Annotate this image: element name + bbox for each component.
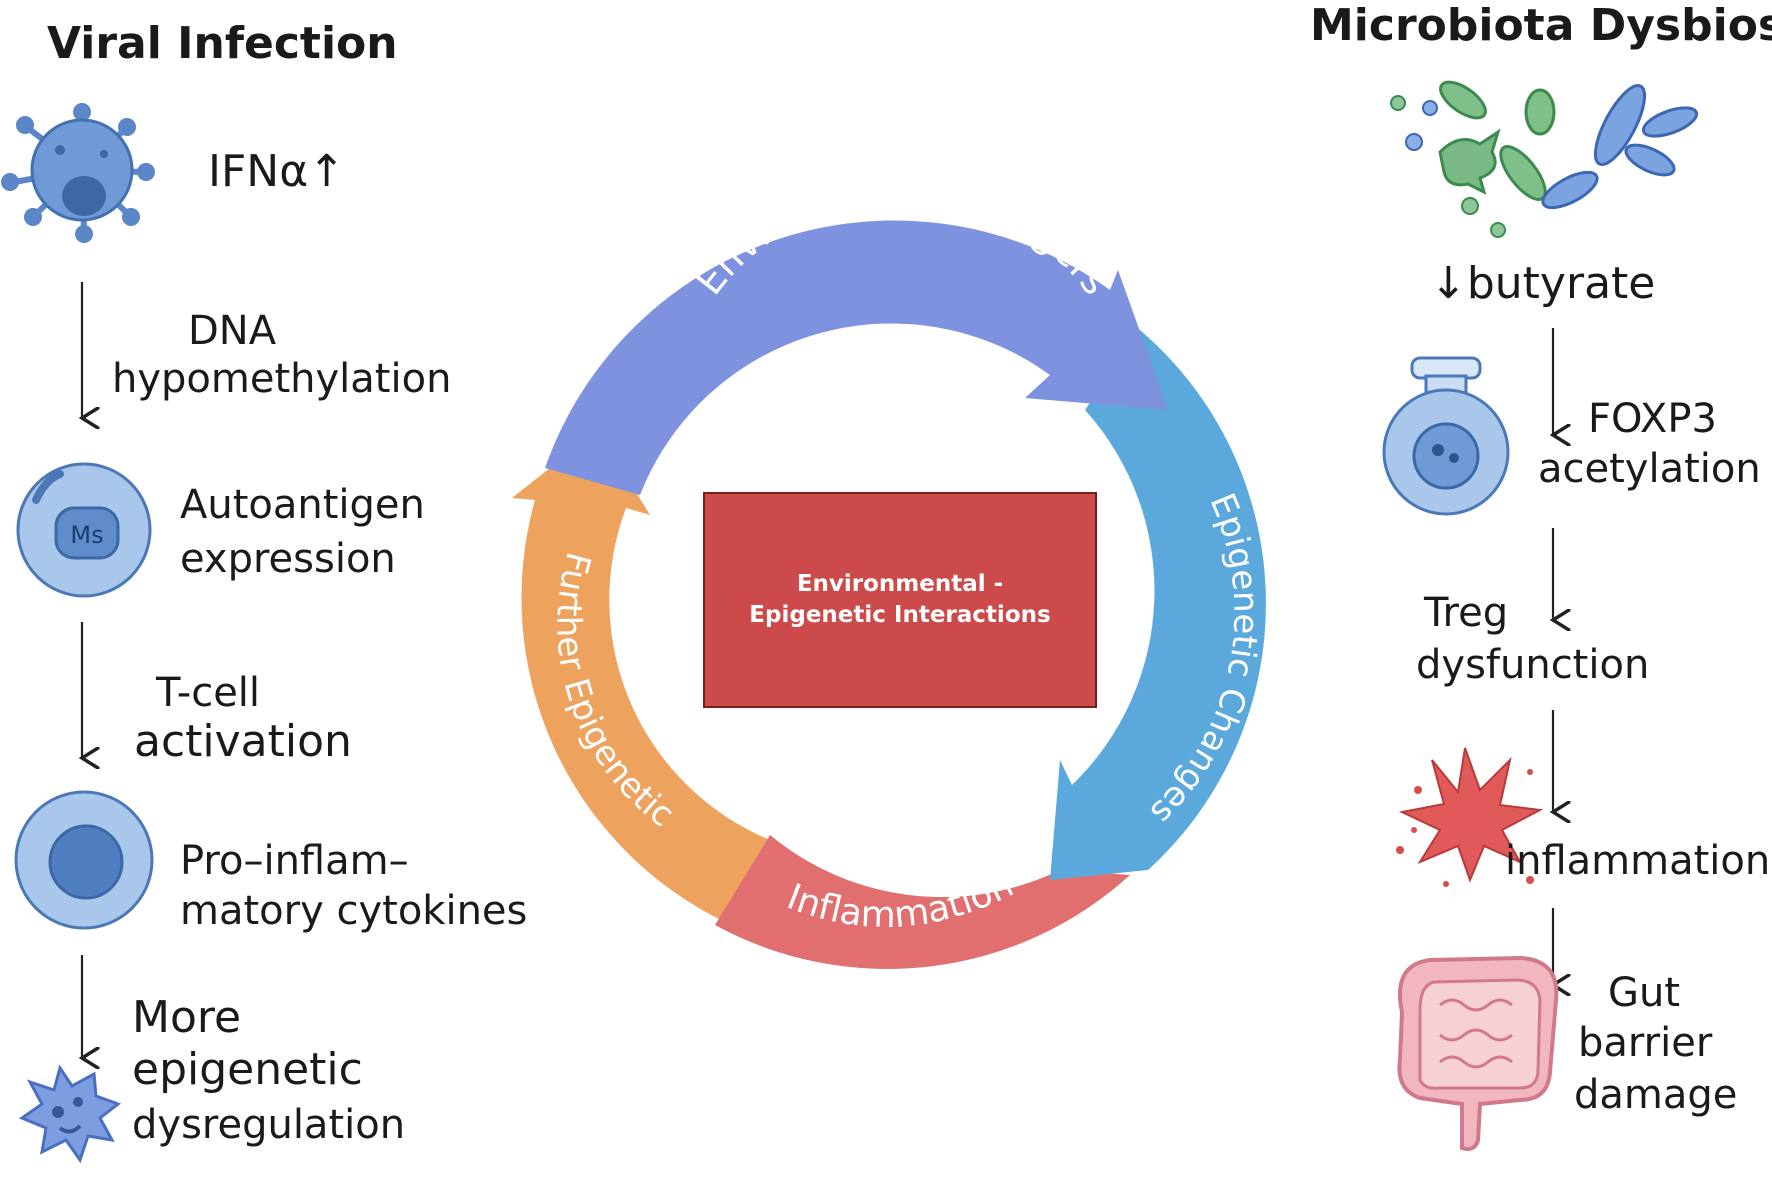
right-step-barrier: barrier [1578,1020,1713,1066]
center-box-label: Environmental - Epigenetic Interactions [749,571,1051,628]
cycle-segment-further-epigenetic [512,430,770,922]
spiky-cell-icon [18,1064,122,1164]
right-step-foxp3: FOXP3 [1588,396,1717,442]
left-step-ifn: IFNα↑ [208,146,346,197]
right-step-gut: Gut [1608,970,1681,1016]
cycle-segment-environmental-triggers [545,220,1168,495]
left-step-autoantigen: Autoantigen [180,482,425,528]
inflammation-burst-icon [1396,747,1544,887]
right-step-acetylation: acetylation [1538,446,1761,492]
left-step-hypomethylation: hypomethylation [112,356,452,402]
left-step-pro-inflam: Pro–inflam– [180,838,409,884]
right-step-butyrate: ↓butyrate [1430,258,1656,309]
cell-label: Ms [70,521,103,549]
bacteria-icon [1390,80,1699,238]
right-step-damage: damage [1574,1072,1738,1118]
right-step-treg: Treg [1424,590,1509,636]
left-step-dysregulation: dysregulation [132,1102,406,1148]
left-step-expression: expression [180,536,396,582]
virus-icon [1,103,155,243]
right-step-inflammation: inflammation [1505,838,1771,884]
cell-icon [14,790,154,930]
cycle-segment-epigenetic-changes [1050,330,1266,880]
cycle-segment-inflammation [715,835,1130,969]
left-title: Viral Infection [47,18,398,69]
left-step-activation: activation [134,716,352,767]
intestine-icon [1397,955,1559,1151]
left-step-more: More [132,992,242,1043]
right-title: Microbiota Dysbiosis [1310,0,1772,51]
cell-icon: Ms [16,462,152,598]
left-step-cytokines: matory cytokines [180,888,528,934]
right-step-dysfunction: dysfunction [1416,642,1650,688]
center-box: Environmental - Epigenetic Interactions [703,492,1097,708]
left-step-epigenetic: epigenetic [132,1044,363,1095]
left-step-t-cell: T-cell [156,670,261,716]
left-step-dna: DNA [188,308,277,354]
flask-cell-icon [1382,356,1510,516]
